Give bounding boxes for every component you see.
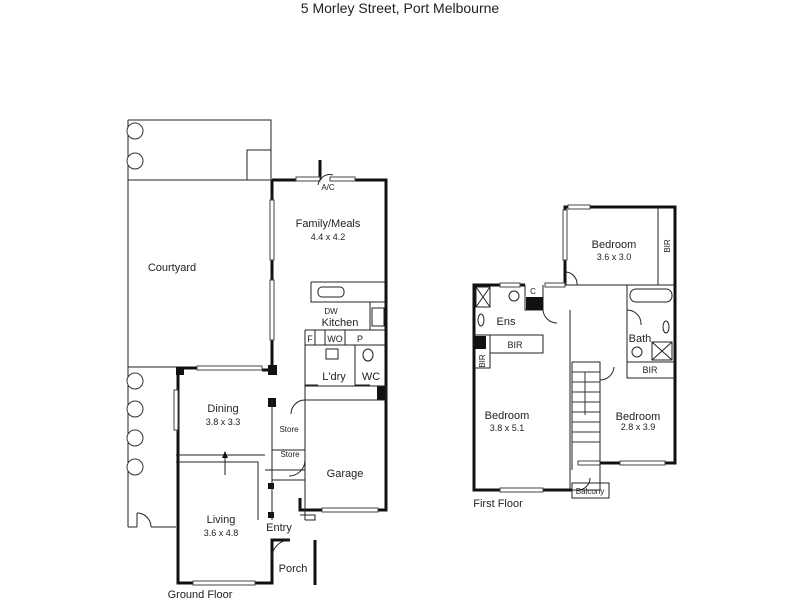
ac-label: A/C — [321, 183, 335, 192]
room-size-family-meals: 4.4 x 4.2 — [311, 232, 346, 242]
first-floor-plan: Bedroom 3.6 x 3.0 BIR Ens C BIR BIR Bath… — [472, 204, 677, 510]
cupboard-label: C — [530, 287, 536, 296]
bir-label-bedroom-1: BIR — [663, 239, 672, 253]
stairs — [572, 371, 600, 443]
room-label-courtyard: Courtyard — [148, 262, 196, 274]
room-label-family-meals: Family/Meals — [296, 218, 361, 230]
room-label-kitchen: Kitchen — [322, 317, 359, 329]
room-label-bedroom-3: Bedroom — [616, 411, 661, 423]
plan-title: 5 Morley Street, Port Melbourne — [300, 0, 500, 16]
tree-icons — [126, 122, 144, 476]
room-label-bedroom-1: Bedroom — [592, 239, 637, 251]
room-label-laundry: L'dry — [322, 371, 346, 383]
ground-floor-plan: Courtyard Family/Meals 4.4 x 4.2 A/C DW … — [126, 119, 388, 600]
room-label-porch: Porch — [279, 563, 308, 575]
bir-label-ensuite: BIR — [507, 340, 523, 350]
room-label-bedroom-2: Bedroom — [485, 410, 530, 422]
room-size-bedroom-3: 2.8 x 3.9 — [621, 422, 656, 432]
room-label-garage: Garage — [327, 468, 364, 480]
room-label-ensuite: Ens — [497, 316, 516, 328]
bir-label-side: BIR — [478, 354, 487, 368]
bir-label-bath: BIR — [642, 365, 658, 375]
room-label-entry: Entry — [266, 522, 292, 534]
room-label-store-2: Store — [280, 450, 300, 459]
room-label-bath: Bath — [629, 333, 652, 345]
room-label-living: Living — [207, 514, 236, 526]
first-floor-label: First Floor — [473, 498, 523, 510]
fridge-label: F — [307, 334, 313, 344]
room-size-bedroom-2: 3.8 x 5.1 — [490, 423, 525, 433]
dishwasher-label: DW — [324, 307, 338, 316]
room-label-dining: Dining — [207, 403, 238, 415]
room-size-living: 3.6 x 4.8 — [204, 528, 239, 538]
pantry-label: P — [357, 334, 363, 344]
room-size-bedroom-1: 3.6 x 3.0 — [597, 252, 632, 262]
room-label-balcony: Balcony — [576, 487, 604, 496]
room-size-dining: 3.8 x 3.3 — [206, 417, 241, 427]
wall-oven-label: WO — [327, 334, 343, 344]
room-label-wc: WC — [362, 371, 380, 383]
ground-floor-label: Ground Floor — [168, 589, 233, 600]
room-label-store: Store — [279, 425, 299, 434]
